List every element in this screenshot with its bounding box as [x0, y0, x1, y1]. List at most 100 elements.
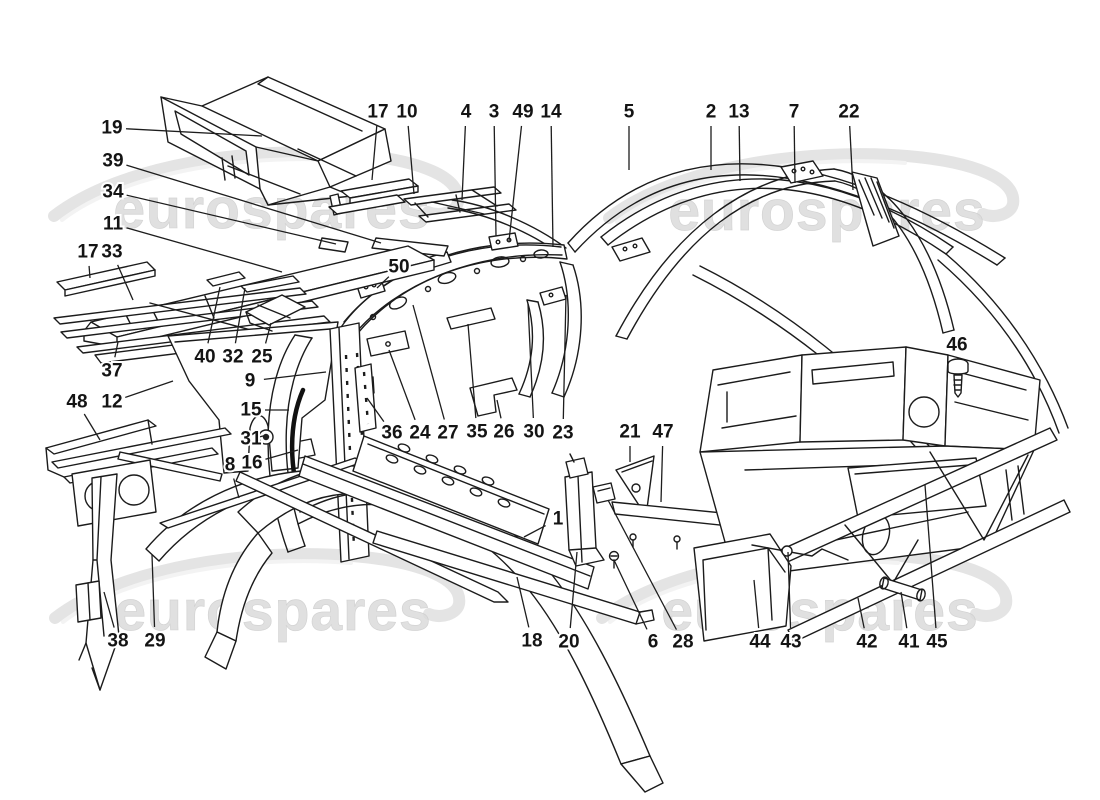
- part-label-20[interactable]: 20: [556, 551, 582, 655]
- part-number[interactable]: 3: [487, 100, 502, 125]
- part-label-8[interactable]: 8: [223, 453, 240, 499]
- part-label-31[interactable]: 31: [238, 427, 265, 452]
- part-label-24[interactable]: 24: [388, 349, 433, 446]
- part-number[interactable]: 17: [75, 240, 100, 265]
- part-number[interactable]: 38: [105, 629, 130, 654]
- part-label-36[interactable]: 36: [366, 397, 405, 446]
- part-label-3[interactable]: 3: [487, 100, 502, 237]
- part-number[interactable]: 20: [556, 630, 581, 655]
- part-label-39[interactable]: 39: [100, 149, 382, 244]
- part-label-42[interactable]: 42: [854, 597, 880, 655]
- part-number[interactable]: 6: [646, 630, 661, 655]
- part-number[interactable]: 25: [249, 345, 275, 370]
- part-number[interactable]: 22: [836, 100, 861, 125]
- part-number[interactable]: 21: [617, 420, 643, 445]
- part-number[interactable]: 43: [778, 630, 803, 655]
- part-number[interactable]: 33: [99, 240, 124, 265]
- part-number[interactable]: 17: [365, 100, 390, 125]
- part-number[interactable]: 44: [747, 630, 773, 655]
- part-label-13[interactable]: 13: [726, 100, 752, 182]
- part-label-21[interactable]: 21: [617, 420, 643, 463]
- part-label-14[interactable]: 14: [538, 100, 564, 248]
- part-label-50[interactable]: 50: [376, 255, 412, 289]
- part-number[interactable]: 14: [538, 100, 564, 125]
- part-number[interactable]: 41: [896, 630, 922, 655]
- part-label-7[interactable]: 7: [787, 100, 802, 184]
- part-number[interactable]: 40: [192, 345, 217, 370]
- part-number[interactable]: 30: [521, 420, 546, 445]
- part-label-25[interactable]: 25: [249, 322, 275, 370]
- part-number[interactable]: 12: [99, 390, 124, 415]
- part-label-17[interactable]: 17: [365, 100, 391, 181]
- part-label-48[interactable]: 48: [64, 390, 101, 441]
- part-label-17[interactable]: 17: [75, 240, 101, 279]
- part-label-32[interactable]: 32: [220, 287, 246, 370]
- part-number[interactable]: 29: [142, 629, 167, 654]
- part-label-16[interactable]: 16: [239, 449, 299, 476]
- part-label-4[interactable]: 4: [459, 100, 474, 201]
- part-number[interactable]: 5: [622, 100, 637, 125]
- part-number[interactable]: 2: [704, 100, 719, 125]
- part-number[interactable]: 24: [407, 421, 433, 446]
- part-label-41[interactable]: 41: [896, 591, 922, 655]
- part-number[interactable]: 16: [239, 451, 264, 476]
- part-number[interactable]: 46: [944, 333, 969, 358]
- part-number[interactable]: 15: [238, 398, 264, 423]
- part-number[interactable]: 37: [99, 359, 124, 384]
- part-label-5[interactable]: 5: [622, 100, 637, 171]
- part-label-33[interactable]: 33: [99, 240, 134, 301]
- part-label-6[interactable]: 6: [613, 559, 661, 655]
- part-number[interactable]: 18: [519, 629, 544, 654]
- part-label-15[interactable]: 15: [238, 398, 289, 423]
- part-label-47[interactable]: 47: [650, 420, 676, 503]
- part-number[interactable]: 26: [491, 420, 516, 445]
- part-label-23[interactable]: 23: [550, 294, 576, 446]
- part-number[interactable]: 7: [787, 100, 802, 125]
- part-label-35[interactable]: 35: [464, 323, 490, 445]
- part-label-49[interactable]: 49: [508, 100, 536, 242]
- part-label-26[interactable]: 26: [491, 399, 517, 445]
- part-label-9[interactable]: 9: [243, 369, 327, 394]
- part-number[interactable]: 4: [459, 100, 474, 125]
- part-label-29[interactable]: 29: [142, 554, 168, 654]
- part-label-11[interactable]: 11: [101, 212, 283, 273]
- part-label-27[interactable]: 27: [412, 304, 461, 446]
- part-number[interactable]: 8: [223, 453, 238, 478]
- part-number[interactable]: 47: [650, 420, 675, 445]
- part-label-43[interactable]: 43: [778, 551, 804, 655]
- part-label-38[interactable]: 38: [103, 591, 131, 654]
- part-number[interactable]: 45: [924, 630, 950, 655]
- part-number[interactable]: 34: [100, 180, 126, 205]
- part-label-46[interactable]: 46: [944, 333, 970, 360]
- part-number[interactable]: 32: [220, 345, 245, 370]
- part-label-22[interactable]: 22: [836, 100, 862, 191]
- part-label-45[interactable]: 45: [924, 484, 950, 655]
- part-number[interactable]: 13: [726, 100, 751, 125]
- part-label-44[interactable]: 44: [747, 579, 773, 655]
- part-number[interactable]: 50: [386, 255, 411, 280]
- part-number[interactable]: 11: [101, 212, 126, 237]
- part-label-2[interactable]: 2: [704, 100, 719, 171]
- part-number[interactable]: 1: [551, 507, 566, 532]
- part-label-19[interactable]: 19: [99, 116, 263, 141]
- part-number[interactable]: 28: [670, 630, 695, 655]
- part-number[interactable]: 23: [550, 421, 575, 446]
- part-label-34[interactable]: 34: [100, 180, 337, 245]
- part-label-12[interactable]: 12: [99, 380, 174, 415]
- part-number[interactable]: 10: [394, 100, 419, 125]
- part-label-30[interactable]: 30: [521, 303, 547, 445]
- part-label-40[interactable]: 40: [192, 286, 221, 370]
- part-number[interactable]: 49: [510, 100, 535, 125]
- part-label-1[interactable]: 1: [523, 507, 566, 538]
- part-number[interactable]: 48: [64, 390, 89, 415]
- part-number[interactable]: 42: [854, 630, 879, 655]
- part-number[interactable]: 35: [464, 420, 490, 445]
- part-number[interactable]: 39: [100, 149, 125, 174]
- part-number[interactable]: 31: [238, 427, 264, 452]
- part-number[interactable]: 9: [243, 369, 258, 394]
- part-label-28[interactable]: 28: [607, 499, 696, 655]
- part-label-18[interactable]: 18: [516, 576, 545, 654]
- part-number[interactable]: 19: [99, 116, 124, 141]
- part-label-10[interactable]: 10: [394, 100, 420, 195]
- part-number[interactable]: 36: [379, 421, 404, 446]
